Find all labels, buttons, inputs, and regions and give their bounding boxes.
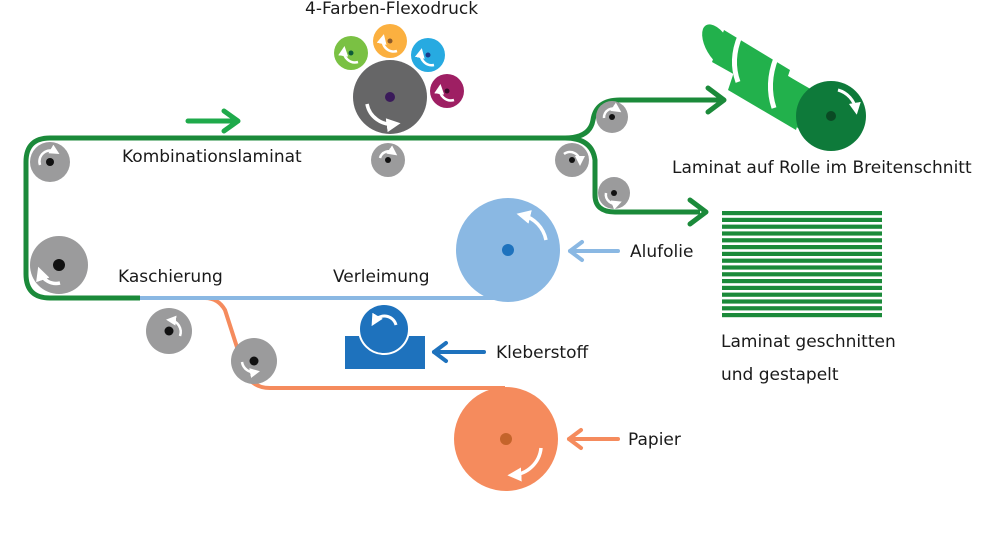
laminate-sheet: [722, 292, 882, 297]
label-kaschierung: Kaschierung: [118, 267, 223, 287]
guide-roller: [598, 177, 630, 210]
label-laminat-geschnitten: Laminat geschnitten: [721, 332, 896, 352]
alu-foil-roll: [456, 198, 560, 302]
laminate-sheet: [722, 265, 882, 270]
arrow-to-roll: [705, 85, 727, 115]
label-und-gestapelt: und gestapelt: [721, 365, 839, 385]
papier-arrow-icon: [567, 428, 620, 450]
laminate-sheet: [722, 238, 882, 243]
laminate-sheet: [722, 306, 882, 311]
laminate-sheet: [722, 224, 882, 229]
laminate-sheet: [722, 285, 882, 290]
guide-roller: [596, 101, 628, 133]
arrow-to-stack: [687, 197, 709, 227]
laminate-web: [23, 97, 720, 301]
direction-arrow-icon: [185, 108, 241, 134]
label-laminat-rolle: Laminat auf Rolle im Breitenschnitt: [672, 158, 972, 178]
laminate-sheet: [722, 279, 882, 284]
kleberstoff-arrow-icon: [432, 341, 486, 363]
flexo-printing-unit: [334, 24, 464, 134]
laminate-sheet: [722, 251, 882, 256]
laminate-sheet: [722, 258, 882, 263]
alufolie-arrow-icon: [568, 240, 620, 262]
laminate-branch-web: [564, 135, 700, 215]
laminate-sheet: [722, 313, 882, 318]
guide-roller: [555, 143, 589, 177]
label-verleimung: Verleimung: [333, 267, 430, 287]
glue-applicator: [345, 303, 425, 369]
laminate-stack-output: [722, 211, 882, 318]
laminating-roller: [30, 236, 88, 294]
paper-roll: [454, 387, 558, 491]
guide-roller: [30, 142, 70, 182]
guide-roller: [231, 338, 277, 384]
laminate-sheet: [722, 211, 882, 216]
laminate-sheet: [722, 245, 882, 250]
label-flexo: 4-Farben-Flexodruck: [305, 0, 478, 19]
laminate-sheet: [722, 299, 882, 304]
laminate-sheet: [722, 272, 882, 277]
label-kleberstoff: Kleberstoff: [496, 343, 589, 363]
guide-roller: [371, 143, 405, 177]
laminate-sheet: [722, 231, 882, 236]
label-alufolie: Alufolie: [630, 242, 693, 262]
laminate-roll-output: [702, 24, 866, 151]
label-papier: Papier: [628, 430, 681, 450]
laminate-sheet: [722, 217, 882, 222]
label-kombinationslaminat: Kombinationslaminat: [122, 147, 302, 167]
guide-roller: [146, 308, 192, 354]
